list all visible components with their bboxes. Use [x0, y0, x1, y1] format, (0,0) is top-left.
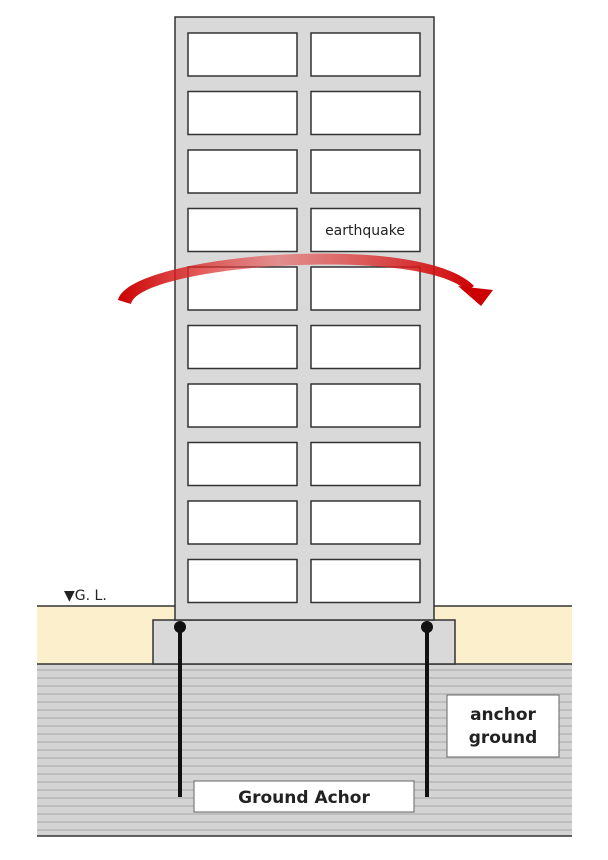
ground-anchor-label-box	[193, 780, 415, 813]
anchor-head-left	[174, 621, 186, 633]
window-floor-9-left	[187, 500, 298, 545]
window-floor-5-right	[310, 266, 421, 311]
anchor-head-right	[421, 621, 433, 633]
anchor-ground-label-line2: ground	[469, 728, 538, 748]
window-floor-1-left	[187, 32, 298, 77]
ground-level-label: ▼G. L.	[64, 588, 107, 604]
window-floor-2-left	[187, 90, 298, 136]
window-floor-9-right	[310, 500, 421, 545]
earthquake-arrow-head	[458, 286, 493, 306]
window-floor-8-right	[310, 441, 421, 487]
window-floor-4-left	[187, 207, 298, 253]
building-windows	[187, 32, 421, 604]
window-floor-1-right	[310, 32, 421, 77]
window-floor-6-left	[187, 324, 298, 370]
window-floor-3-right	[310, 149, 421, 194]
window-floor-7-right	[310, 383, 421, 428]
window-floor-6-right	[310, 324, 421, 370]
window-floor-5-left	[187, 266, 298, 311]
window-floor-4-right	[310, 207, 421, 253]
window-floor-8-left	[187, 441, 298, 487]
window-floor-10-left	[187, 558, 298, 604]
window-floor-3-left	[187, 149, 298, 194]
anchor-ground-label-line1: anchor	[470, 705, 536, 725]
window-floor-10-right	[310, 558, 421, 604]
anchor-ground-label-box	[446, 694, 560, 758]
window-floor-2-right	[310, 90, 421, 136]
earthquake-arrow	[118, 253, 474, 304]
earthquake-label: earthquake	[325, 223, 405, 239]
ground-anchor-label: Ground Achor	[238, 788, 370, 808]
foundation	[152, 619, 456, 665]
window-floor-7-left	[187, 383, 298, 428]
